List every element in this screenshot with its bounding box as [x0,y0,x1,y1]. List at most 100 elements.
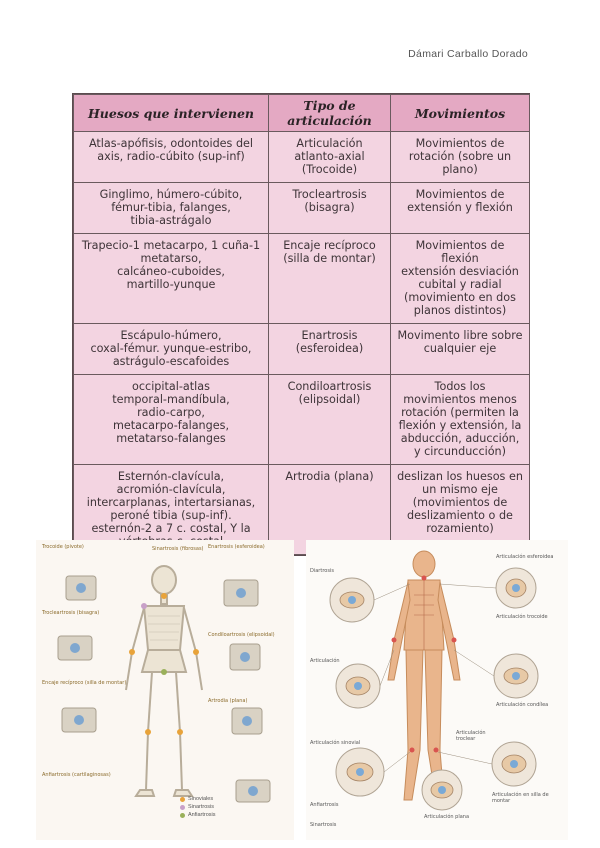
cell-text-line: Movimientos de [415,188,505,201]
cell-huesos: Esternón-clavícula,acromión-clavícula,in… [73,464,269,555]
cell-text-line: Atlas-apófisis, odontoides del [88,137,254,150]
cell-huesos: Escápulo-húmero,coxal-fémur. yunque-estr… [73,323,269,375]
label-diartrosis: Diartrosis [310,568,334,574]
cell-text-line: peroné tibia (sup-inf). [110,509,232,522]
label-trocoide: Trocoide (pivote) [42,544,84,550]
label-artrodia: Artrodia (plana) [208,698,248,704]
table-row: Escápulo-húmero,coxal-fémur. yunque-estr… [73,323,530,375]
cell-text-line: Enartrosis [301,329,358,342]
legend-label-sinartrosis: Sinartrosis [188,804,214,810]
cell-text-line: (Trocoide) [301,163,358,176]
cell-text-line: y circunducción) [413,445,507,458]
cell-text-line: metacarpo-falanges, [112,419,230,432]
header-huesos: Huesos que intervienen [73,94,269,132]
cell-text-line: deslizamiento o de [407,509,513,522]
legend-dot-sinartrosis [180,804,185,810]
cell-text-line: Movimientos de [415,137,505,150]
cell-text-line: Articulación [296,137,363,150]
anatomy-body-illustration [329,550,539,811]
cell-text-line: coxal-fémur. yunque-estribo, [90,342,252,355]
label-condilea: Articulación condílea [496,702,549,708]
cell-tipo: Trocleartrosis(bisagra) [268,182,391,234]
legend-label-sinoviales: Sinoviales [188,796,214,802]
legend-item-anfiartrosis: Anfiartrosis [180,812,216,818]
cell-text-line: (movimientos de [412,496,508,509]
cell-text-line: (movimiento en dos [404,291,516,304]
label-esferoidea: Articulación esferoidea [496,554,554,560]
cell-text-line: rotación (permiten la [401,406,519,419]
table-header-row: Huesos que intervienen Tipo de articulac… [73,94,530,132]
cell-text-line: (elipsoidal) [298,393,361,406]
cell-text-line: Todos los [434,380,486,393]
cell-text-line: rozamiento) [426,522,494,535]
cell-text-line: flexión y extensión, la [398,419,522,432]
cell-text-line: Condiloartrosis [287,380,372,393]
cell-text-line: martillo-yunque [126,278,216,291]
table-row: Esternón-clavícula,acromión-clavícula,in… [73,464,530,555]
label-anfiartrosis: Anfiartrosis (cartilaginosas) [42,772,111,778]
header-tipo: Tipo de articulación [268,94,391,132]
cell-tipo: Artrodia (plana) [268,464,391,555]
cell-text-line: Ginglimo, húmero-cúbito, [99,188,243,201]
cell-text-line: cualquier eje [423,342,497,355]
cell-tipo: Enartrosis(esferoidea) [268,323,391,375]
legend-dot-sinoviales [180,796,185,802]
label-encaje-reciproco: Encaje recíproco (silla de montar) [42,680,127,686]
cell-text-line: tibia-astrágalo [130,214,212,227]
cell-text-line: Artrodia (plana) [285,470,374,483]
cell-text-line: extensión y flexión [407,201,513,214]
label-anfiartrosis-right: Anfiartrosis [310,802,339,808]
author-name: Dámari Carballo Dorado [408,48,528,60]
joints-table: Huesos que intervienen Tipo de articulac… [73,94,530,555]
cell-text-line: cubital y radial [418,278,502,291]
cell-text-line: plano) [442,163,478,176]
cell-text-line: rotación (sobre un [408,150,512,163]
cell-text-line: intercarplanas, intertarsianas, [86,496,256,509]
cell-text-line: metatarso-falanges [116,432,226,445]
skeleton-joint-types-illustration: Trocoide (pivote) Trocleartrosis (bisagr… [36,540,294,840]
cell-text-line: fémur-tibia, falanges, [111,201,231,214]
label-silla-montar: Articulación en silla de montar [492,792,549,804]
label-enartrosis: Enartrosis (esferoidea) [208,544,265,550]
label-troclear: Articulación troclear [456,730,486,742]
legend-item-sinoviales: Sinoviales [180,796,216,802]
anatomy-joints-illustration: Diartrosis Articulación Articulación sin… [306,540,568,840]
cell-text-line: acromión-clavícula, [116,483,226,496]
label-articulacion: Articulación [310,658,340,664]
cell-text-line: axis, radio-cúbito (sup-inf) [97,150,245,163]
cell-huesos: Ginglimo, húmero-cúbito,fémur-tibia, fal… [73,182,269,234]
joints-table-container: Huesos que intervienen Tipo de articulac… [72,93,530,556]
cell-text-line: esternón-2 a 7 c. costal, Y la [91,522,251,535]
cell-text-line: (silla de montar) [283,252,376,265]
label-trocoide-right: Articulación trocoide [496,614,548,620]
cell-text-line: movimientos menos [403,393,517,406]
label-trocleartrosis: Trocleartrosis (bisagra) [42,610,100,616]
label-plana: Articulación plana [424,814,470,820]
cell-text-line: abducción, aducción, [400,432,520,445]
cell-text-line: astrágulo-escafoides [112,355,230,368]
legend-item-sinartrosis: Sinartrosis [180,804,216,810]
cell-text-line: (esferoidea) [295,342,364,355]
cell-text-line: temporal-mandíbula, [112,393,230,406]
cell-text-line: Escápulo-húmero, [120,329,222,342]
label-condiloartrosis: Condiloartrosis (elipsoidal) [208,632,275,638]
cell-text-line: Trocleartrosis [292,188,367,201]
cell-text-line: Encaje recíproco [283,239,376,252]
cell-text-line: calcáneo-cuboides, [117,265,225,278]
cell-text-line: un mismo eje [422,483,498,496]
cell-text-line: Esternón-clavícula, [117,470,225,483]
cell-text-line: occipital-atlas [132,380,210,393]
